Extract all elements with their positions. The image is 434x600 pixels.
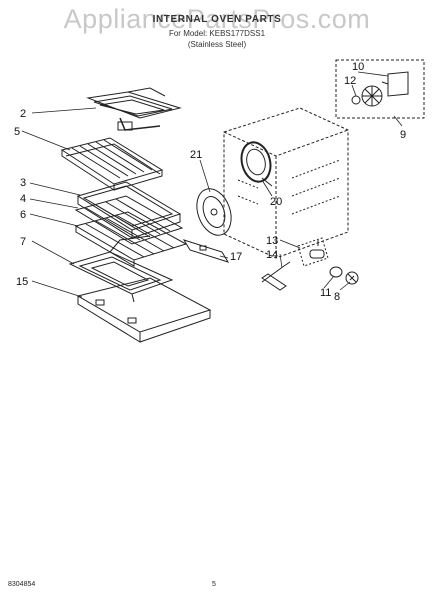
callout-label: 7 <box>20 236 26 248</box>
callout-label: 14 <box>266 249 278 261</box>
oven-rack-drawing <box>74 195 184 245</box>
callout-label: 21 <box>190 149 202 161</box>
upper-element-drawing <box>86 87 182 131</box>
broil-grid-drawing <box>60 137 164 191</box>
callout-label: 8 <box>334 291 340 303</box>
fan-assembly-panel <box>335 59 425 119</box>
document-number: 8304854 <box>8 581 36 588</box>
leader-lines <box>21 71 403 298</box>
fan-cover-drawing <box>196 188 232 236</box>
lower-element-drawing <box>68 235 174 303</box>
lamp-drawing <box>345 271 359 285</box>
callout-label: 11 <box>320 287 331 299</box>
lens-gasket-drawing <box>329 266 343 278</box>
broil-pan-drawing <box>76 181 182 239</box>
callout-label: 20 <box>270 196 282 208</box>
callout-label: 6 <box>20 209 26 221</box>
callout-labels: 2 5 3 4 6 7 15 21 20 17 13 14 11 8 10 12… <box>14 61 406 303</box>
bracket-drawing <box>182 239 230 263</box>
callout-label: 4 <box>20 193 26 205</box>
callout-label: 5 <box>14 126 20 138</box>
oven-cavity-drawing <box>223 107 349 259</box>
model-line: For Model: KEBS177DSS1 <box>168 29 266 38</box>
callout-label: 9 <box>400 129 406 141</box>
callout-label: 12 <box>344 75 356 87</box>
page-number: 5 <box>212 581 216 588</box>
oven-sensor-drawing <box>261 261 291 291</box>
callout-label: 2 <box>20 108 26 120</box>
watermark: AppliancePartsPros.com <box>63 4 371 34</box>
callout-label: 15 <box>16 276 28 288</box>
callout-label: 17 <box>230 251 242 263</box>
diagram-title: INTERNAL OVEN PARTS <box>152 14 282 25</box>
light-socket-drawing <box>297 237 329 267</box>
callout-label: 10 <box>352 61 364 73</box>
finish-line: (Stainless Steel) <box>187 40 247 49</box>
bottom-panel-drawing <box>76 277 212 343</box>
callout-label: 3 <box>20 177 26 189</box>
callout-label: 13 <box>266 235 278 247</box>
